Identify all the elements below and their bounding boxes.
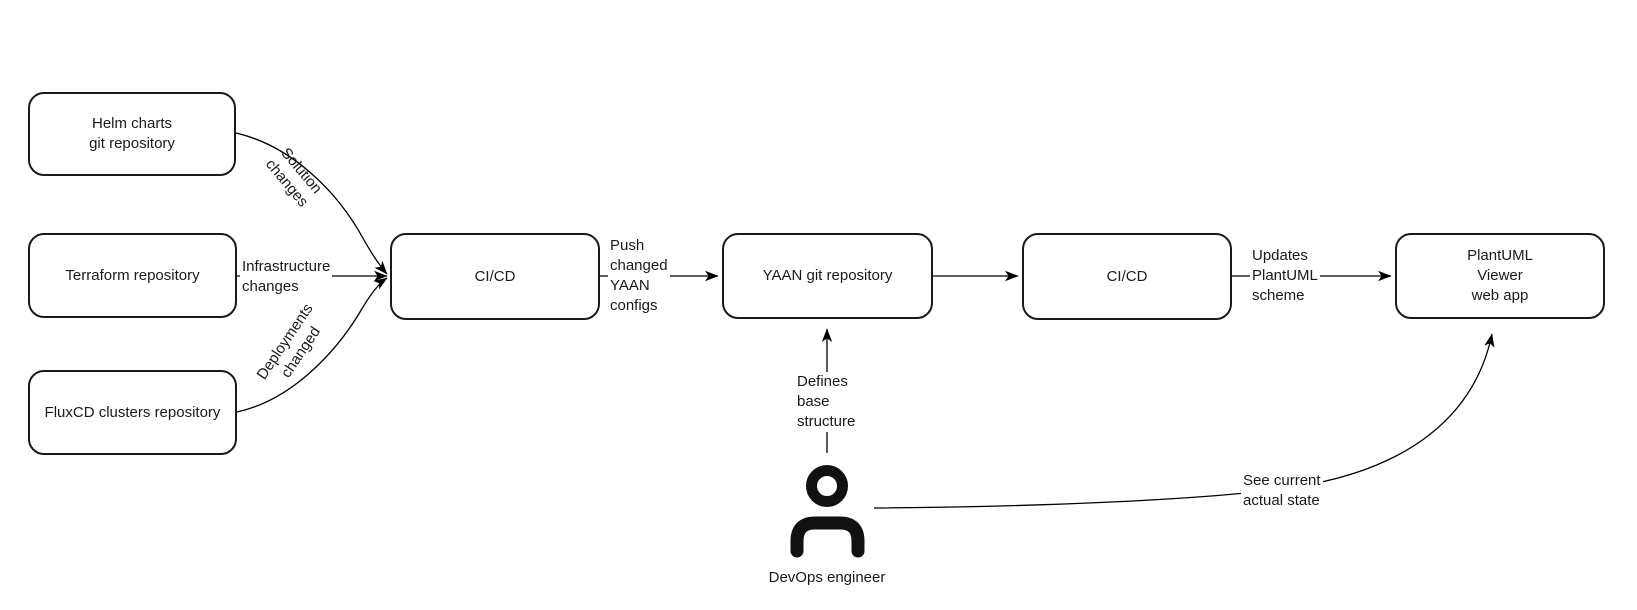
edge-label-see-current-actual-state: See current actual state	[1241, 471, 1323, 511]
devops-engineer-label: DevOps engineer	[768, 569, 886, 586]
node-cicd-1[interactable]: CI/CD	[390, 233, 600, 320]
edge-helm-to-cicd1	[235, 132, 388, 275]
edge-devops-to-plantuml	[873, 333, 1495, 509]
edge-label-defines-base-structure: Defines base structure	[795, 372, 858, 432]
node-terraform-repo[interactable]: Terraform repository	[28, 233, 237, 318]
node-plantuml-viewer[interactable]: PlantUML Viewer web app	[1395, 233, 1605, 319]
edge-label-infrastructure-changes: Infrastructure changes	[240, 257, 333, 297]
edge-label-updates-plantuml-scheme: Updates PlantUML scheme	[1250, 246, 1320, 306]
edge-fluxcd-to-cicd1	[236, 277, 388, 413]
person-shoulders	[790, 516, 865, 558]
person-head	[806, 465, 848, 507]
node-fluxcd-repo[interactable]: FluxCD clusters repository	[28, 370, 237, 455]
node-helm-charts-repo[interactable]: Helm charts git repository	[28, 92, 236, 176]
node-yaan-repo[interactable]: YAAN git repository	[722, 233, 933, 319]
node-cicd-2[interactable]: CI/CD	[1022, 233, 1232, 320]
person-icon[interactable]	[790, 465, 865, 558]
edge-label-push-changed-yaan-configs: Push changed YAAN configs	[608, 236, 670, 316]
